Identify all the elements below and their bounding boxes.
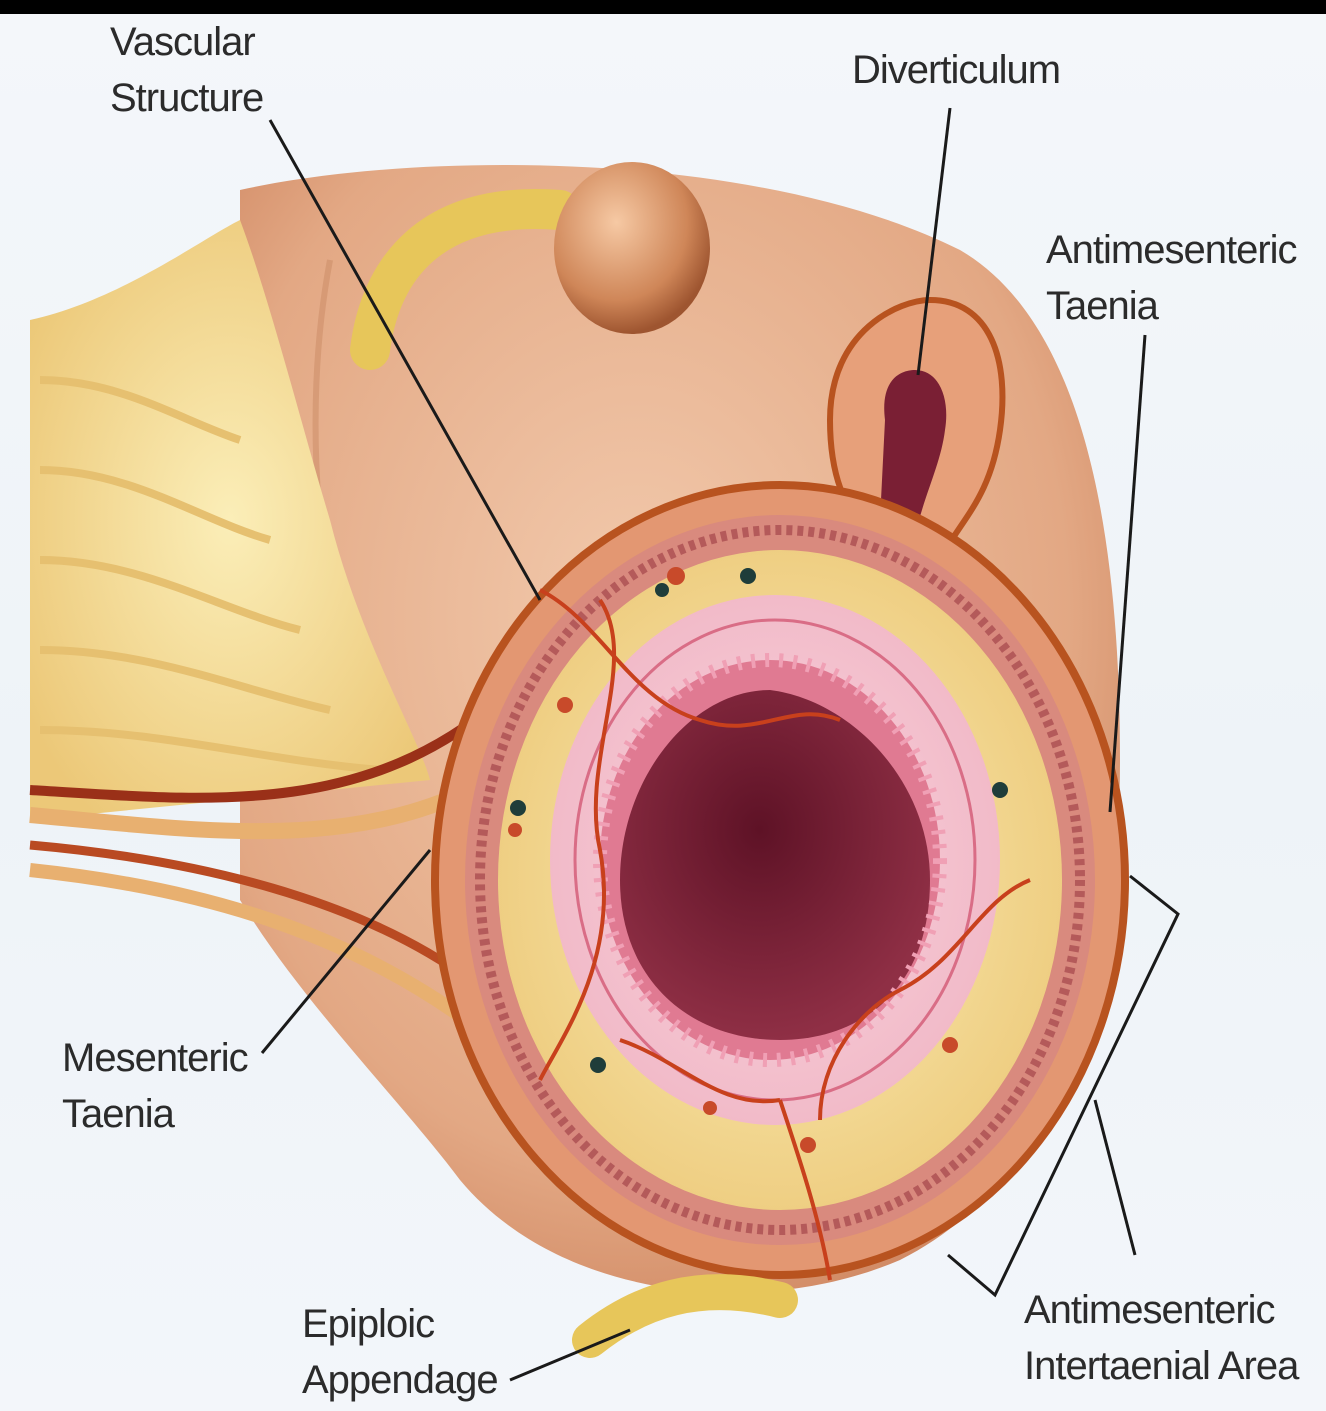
label-line: Epiploic (302, 1296, 498, 1352)
label-line: Antimesenteric (1046, 222, 1297, 278)
epiploic-appendage-bottom (590, 1292, 780, 1340)
label-line: Diverticulum (852, 42, 1060, 98)
label-line: Intertaenial Area (1024, 1338, 1298, 1394)
label-line: Antimesenteric (1024, 1282, 1298, 1338)
nodule (554, 162, 710, 334)
label-epiploic-appendage: Epiploic Appendage (302, 1296, 498, 1408)
label-line: Taenia (62, 1086, 248, 1142)
label-line: Mesenteric (62, 1030, 248, 1086)
cross-section (435, 485, 1125, 1275)
label-antimesenteric-taenia: Antimesenteric Taenia (1046, 222, 1297, 334)
label-mesenteric-taenia: Mesenteric Taenia (62, 1030, 248, 1142)
label-line: Vascular (110, 14, 263, 70)
label-diverticulum: Diverticulum (852, 42, 1060, 98)
label-line: Structure (110, 70, 263, 126)
label-antimesenteric-intertaenial-area: Antimesenteric Intertaenial Area (1024, 1282, 1298, 1394)
label-line: Taenia (1046, 278, 1297, 334)
label-line: Appendage (302, 1352, 498, 1408)
label-vascular-structure: Vascular Structure (110, 14, 263, 126)
